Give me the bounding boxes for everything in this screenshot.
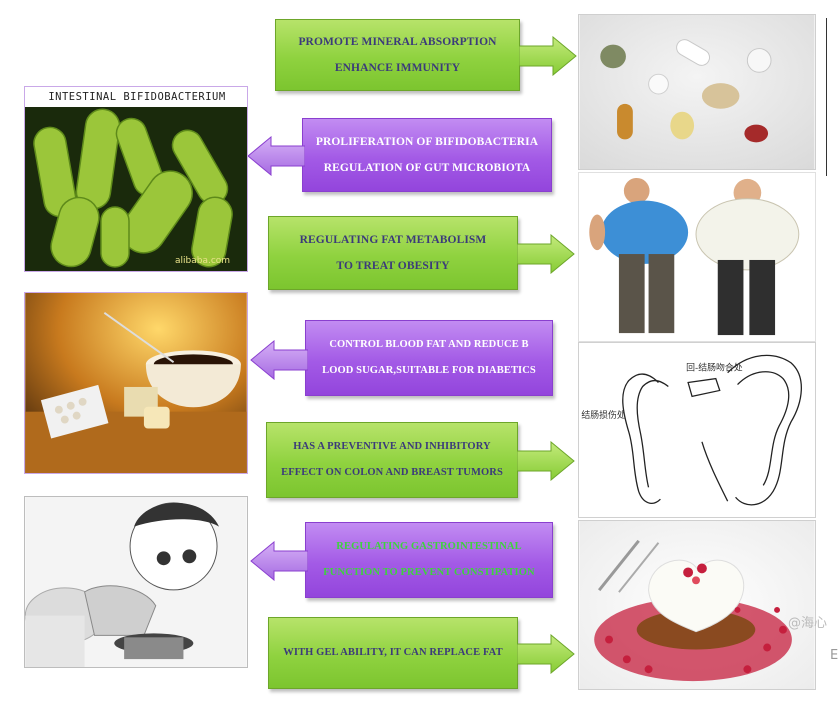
box-line: TO TREAT OBESITY	[336, 260, 450, 272]
benefit-box-gel-fat: WITH GEL ABILITY, IT CAN REPLACE FAT	[268, 617, 518, 689]
box-line: CONTROL BLOOD FAT AND REDUCE B	[329, 339, 529, 350]
box-line: PROLIFERATION OF BIFIDOBACTERIA	[315, 136, 539, 148]
colon-anatomy-icon: 回-结肠吻合处 结肠损伤处	[578, 342, 816, 518]
box-line: FUNCTION TO PREVENT CONSTIPATION	[323, 567, 535, 578]
benefit-box-tumors: HAS A PREVENTIVE AND INHIBITORY EFFECT O…	[266, 422, 518, 498]
box-line: WITH GEL ABILITY, IT CAN REPLACE FAT	[283, 647, 503, 658]
coffee-medicine-icon	[24, 292, 248, 474]
arrow-right-icon	[519, 36, 577, 76]
arrow-left-icon	[247, 136, 305, 176]
box-line: HAS A PREVENTIVE AND INHIBITORY	[293, 441, 491, 452]
box-line: LOOD SUGAR,SUITABLE FOR DIABETICS	[322, 365, 536, 376]
box-line: ENHANCE IMMUNITY	[334, 62, 461, 74]
box-line: REGULATING GASTROINTESTINAL	[336, 541, 522, 552]
bacteria-icon: INTESTINAL BIFIDOBACTERIUM alibaba.com	[24, 86, 248, 272]
child-toilet-icon	[24, 496, 248, 668]
photo-caption: alibaba.com	[175, 256, 230, 266]
divider-line	[826, 18, 827, 176]
box-line: REGULATING FAT METABOLISM	[299, 234, 487, 246]
arrow-right-icon	[517, 634, 575, 674]
colon-label-top: 回-结肠吻合处	[686, 362, 743, 374]
box-line: EFFECT ON COLON AND BREAST TUMORS	[281, 467, 503, 478]
colon-label-left: 结肠损伤处	[581, 409, 625, 421]
box-line: REGULATION OF GUT MICROBIOTA	[323, 162, 531, 174]
dessert-icon	[578, 520, 816, 690]
benefit-box-fat-metabolism: REGULATING FAT METABOLISM TO TREAT OBESI…	[268, 216, 518, 290]
watermark-letter: E	[830, 648, 839, 663]
supplement-pills-icon	[578, 14, 816, 170]
benefit-box-constipation: REGULATING GASTROINTESTINAL FUNCTION TO …	[305, 522, 553, 598]
benefit-box-mineral-immunity: PROMOTE MINERAL ABSORPTION ENHANCE IMMUN…	[275, 19, 520, 91]
benefit-box-bifidobacteria: PROLIFERATION OF BIFIDOBACTERIA REGULATI…	[302, 118, 552, 192]
arrow-left-icon	[250, 340, 308, 380]
obese-men-icon	[578, 172, 816, 342]
arrow-right-icon	[517, 441, 575, 481]
box-line: PROMOTE MINERAL ABSORPTION	[298, 36, 497, 48]
benefit-box-blood-sugar: CONTROL BLOOD FAT AND REDUCE B LOOD SUGA…	[305, 320, 553, 396]
watermark-text: @海心	[788, 616, 828, 631]
panel-label: INTESTINAL BIFIDOBACTERIUM	[25, 87, 247, 107]
arrow-right-icon	[517, 234, 575, 274]
arrow-left-icon	[250, 541, 308, 581]
